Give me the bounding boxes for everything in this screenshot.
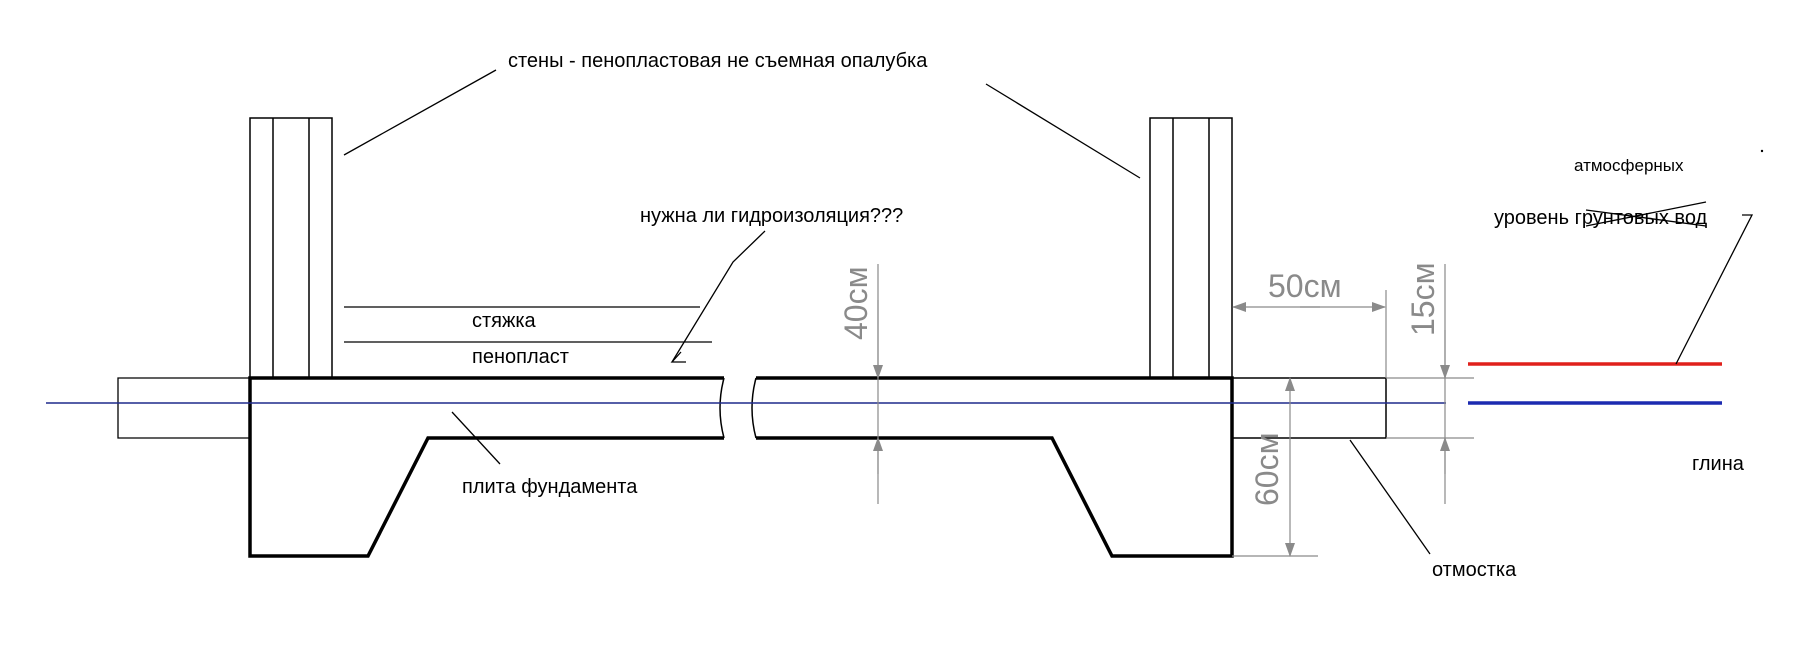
- foam-label: пенопласт: [472, 346, 569, 368]
- arrow-head-icon: [670, 351, 686, 363]
- atmospheric-label: атмосферных: [1574, 156, 1684, 175]
- dim-50: [1232, 290, 1387, 378]
- dim-15-label: 15см: [1405, 262, 1441, 336]
- groundwater-label: уровень грунтовых вод: [1494, 207, 1708, 229]
- strike-through: [1585, 201, 1707, 227]
- dim-60-label: 60см: [1249, 432, 1285, 506]
- walls-label: стены - пенопластовая не съемная опалубк…: [508, 50, 928, 72]
- dot: [1760, 149, 1764, 153]
- clay-label: глина: [1692, 453, 1745, 475]
- waterproofing-label: нужна ли гидроизоляция???: [640, 205, 903, 227]
- right-blind-area: [1232, 377, 1387, 439]
- left-blind-area: [117, 377, 250, 439]
- leader-lines: [343, 69, 1754, 555]
- dim-60: [1232, 377, 1318, 557]
- blind-area-label: отмостка: [1432, 559, 1517, 581]
- left-wall: [249, 117, 333, 379]
- break-marks: [719, 377, 757, 439]
- foundation-slab: [248, 376, 1234, 558]
- dim-40-label: 40см: [838, 266, 874, 340]
- right-wall: [1149, 117, 1233, 379]
- screed-label: стяжка: [472, 310, 537, 332]
- dim-15: [1386, 264, 1474, 504]
- dim-50-label: 50см: [1268, 268, 1342, 304]
- foundation-slab-label: плита фундамента: [462, 476, 638, 498]
- floor-layers: [344, 306, 712, 343]
